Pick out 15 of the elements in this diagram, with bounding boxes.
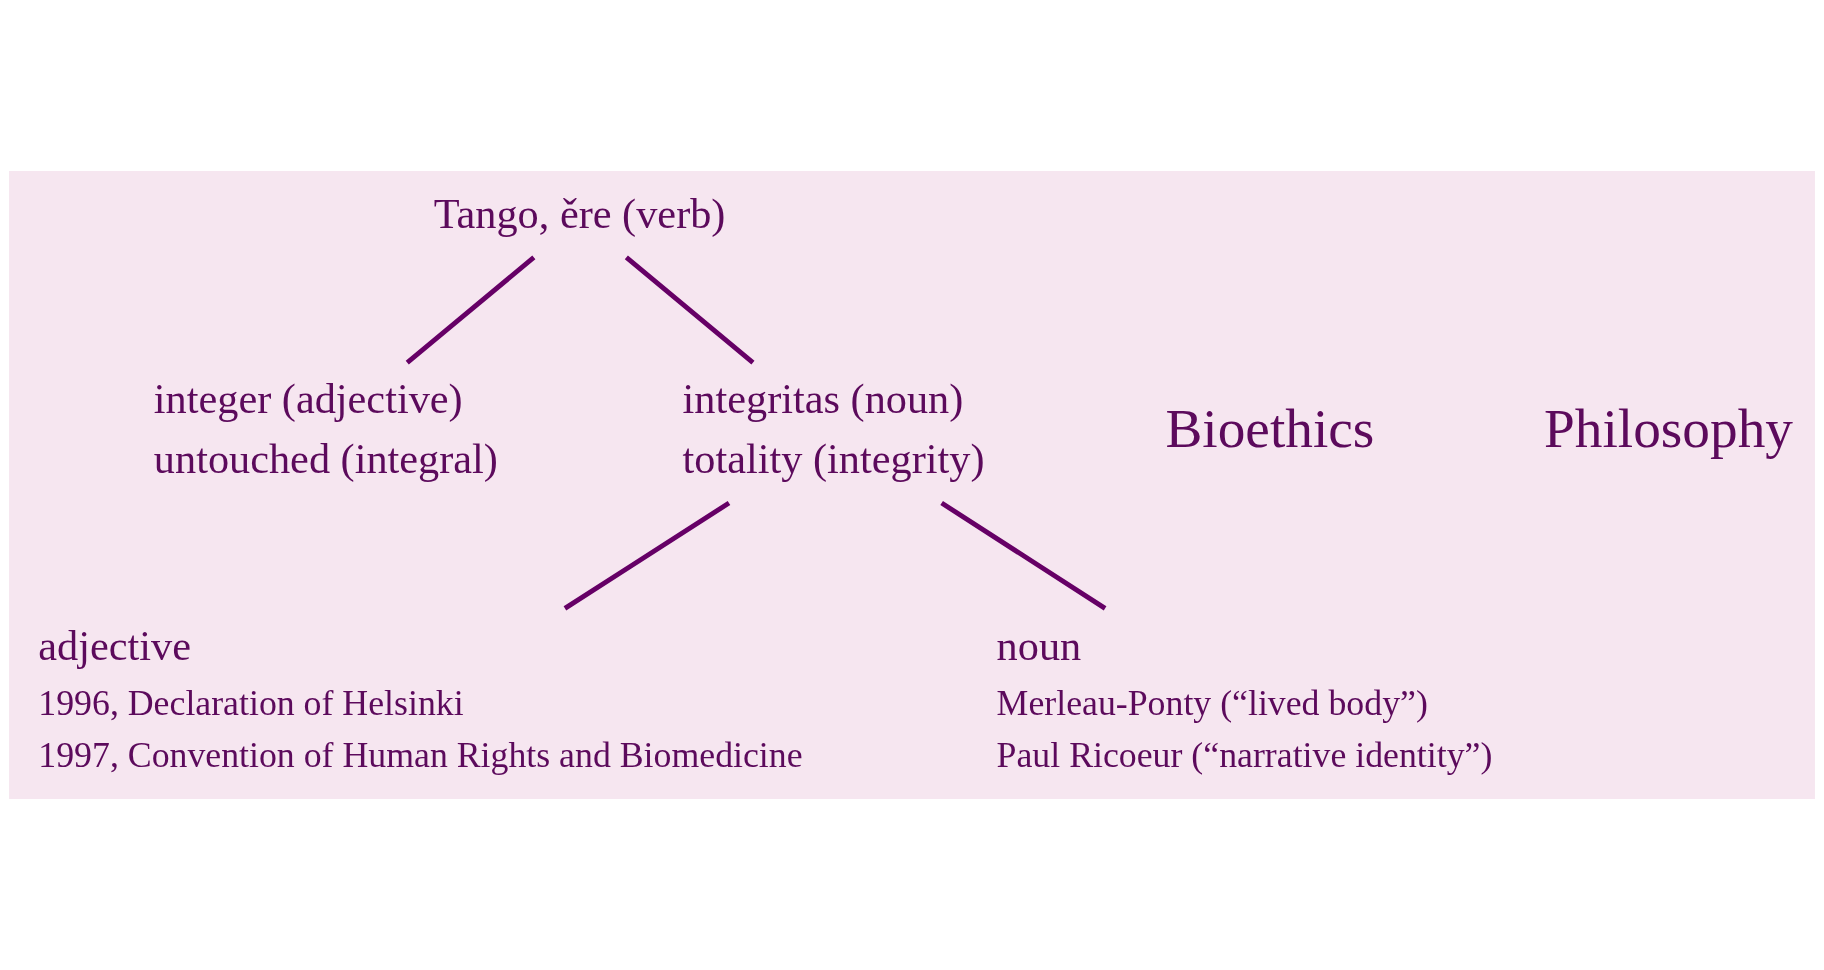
node-label: Merleau-Ponty (“lived body”): [996, 682, 1428, 723]
label: Bioethics: [1165, 398, 1375, 460]
node-text: Tango, ěre (verb): [433, 190, 726, 238]
node-label: Paul Ricoeur (“narrative identity”): [996, 734, 1493, 775]
node-label: 1996, Declaration of Helsinki: [38, 682, 464, 723]
connector: [624, 255, 755, 365]
connector: [405, 255, 536, 365]
node-text: integritas (noun) totality (integrity): [682, 375, 985, 483]
node-text: integer (adjective) untouched (integral): [153, 375, 498, 483]
node-label: 1997, Convention of Human Rights and Biomedicine: [38, 734, 803, 775]
node-text: noun: [996, 621, 1082, 669]
connector: [563, 500, 731, 611]
connector: [940, 500, 1107, 611]
label: Philosophy: [1544, 398, 1793, 460]
node-text: adjective: [38, 621, 191, 669]
